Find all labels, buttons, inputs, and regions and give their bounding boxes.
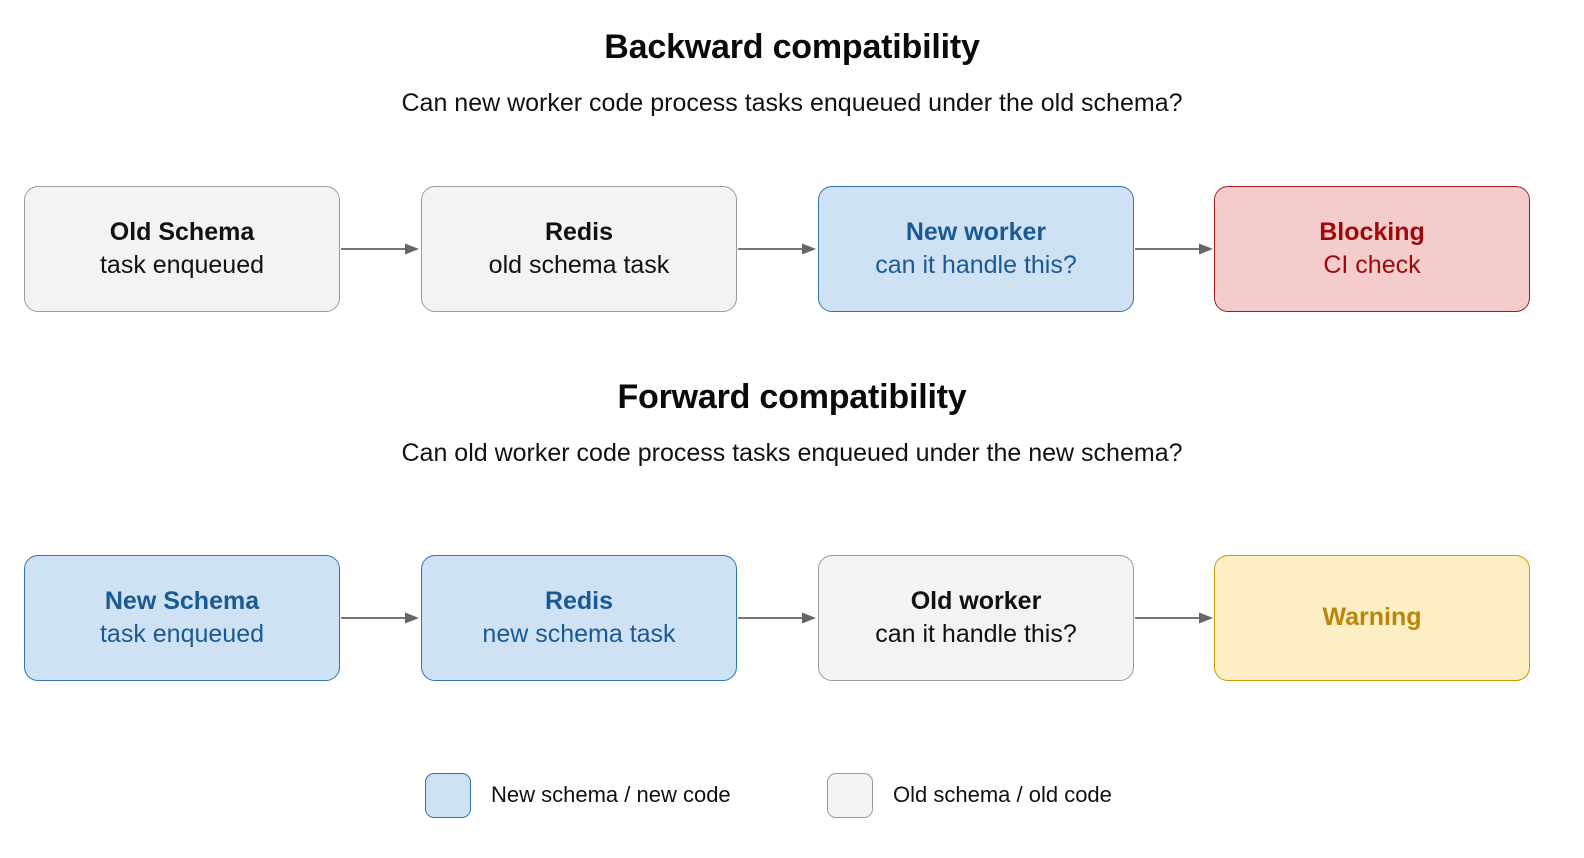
node-subtitle: old schema task xyxy=(488,251,670,279)
node-blocking-ci-check: Blocking CI check xyxy=(1214,186,1530,312)
legend-item-new-schema: New schema / new code xyxy=(425,770,731,820)
node-subtitle: new schema task xyxy=(482,620,676,648)
node-subtitle: task enqueued xyxy=(99,620,265,648)
node-warning: Warning xyxy=(1214,555,1530,681)
arrow-right-icon xyxy=(1135,242,1215,256)
node-title: Redis xyxy=(544,586,614,615)
node-new-worker: New worker can it handle this? xyxy=(818,186,1134,312)
legend-label: Old schema / old code xyxy=(893,782,1112,807)
node-new-schema: New Schema task enqueued xyxy=(24,555,340,681)
arrow-right-icon xyxy=(738,611,818,625)
node-redis-old: Redis old schema task xyxy=(421,186,737,312)
node-subtitle: CI check xyxy=(1323,251,1421,279)
node-title: New worker xyxy=(905,217,1047,246)
node-subtitle: can it handle this? xyxy=(875,251,1077,279)
node-redis-new: Redis new schema task xyxy=(421,555,737,681)
node-title: Redis xyxy=(544,217,614,246)
node-title: Warning xyxy=(1322,603,1422,632)
node-old-schema: Old Schema task enqueued xyxy=(24,186,340,312)
backward-section-subtitle: Can new worker code process tasks enqueu… xyxy=(401,89,1183,117)
arrow-right-icon xyxy=(1135,611,1215,625)
legend-swatch-grey xyxy=(827,772,873,818)
backward-flow-row: Old Schema task enqueued Redis old schem… xyxy=(0,186,1584,314)
forward-flow-row: New Schema task enqueued Redis new schem… xyxy=(0,555,1584,683)
legend-item-old-schema: Old schema / old code xyxy=(827,770,1112,820)
node-subtitle: task enqueued xyxy=(99,251,265,279)
node-old-worker: Old worker can it handle this? xyxy=(818,555,1134,681)
node-title: Old worker xyxy=(910,586,1042,615)
forward-section-subtitle: Can old worker code process tasks enqueu… xyxy=(401,439,1183,467)
legend-swatch-blue xyxy=(425,772,471,818)
forward-section-title: Forward compatibility xyxy=(617,378,967,416)
legend-label: New schema / new code xyxy=(491,782,731,807)
backward-section-title: Backward compatibility xyxy=(604,28,980,66)
arrow-right-icon xyxy=(341,611,421,625)
node-subtitle: can it handle this? xyxy=(875,620,1077,648)
arrow-right-icon xyxy=(341,242,421,256)
arrow-right-icon xyxy=(738,242,818,256)
node-title: Old Schema xyxy=(109,217,255,246)
node-title: Blocking xyxy=(1319,217,1425,246)
node-title: New Schema xyxy=(104,586,260,615)
legend: New schema / new code Old schema / old c… xyxy=(0,770,1584,826)
